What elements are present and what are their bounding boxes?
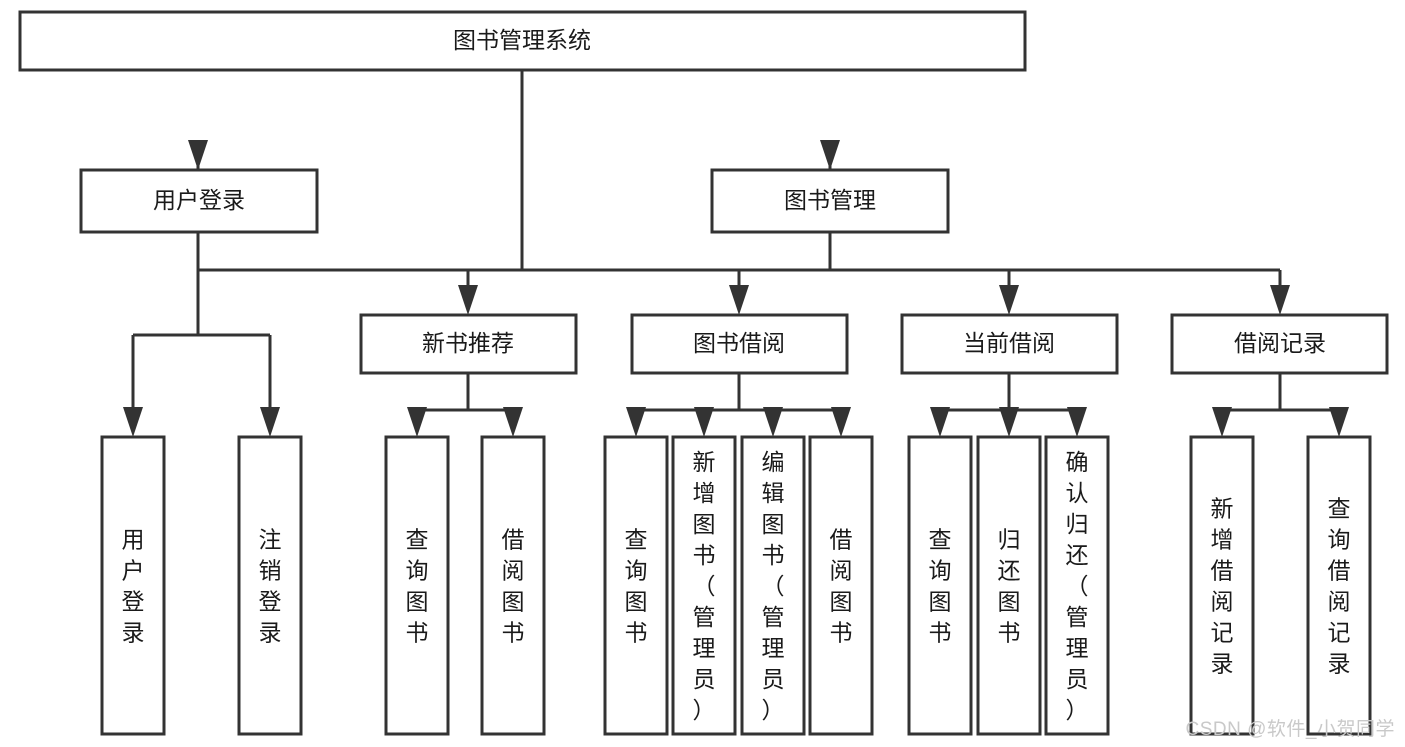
- node-leaf-query-book-1-box[interactable]: [384, 435, 450, 736]
- node-user-login-box[interactable]: [79, 168, 319, 234]
- node-root[interactable]: 图书管理系统: [18, 10, 1027, 72]
- arrowhead-icon: [1067, 407, 1087, 437]
- node-leaf-add-record-box[interactable]: [1189, 435, 1255, 736]
- node-leaf-query-book-1[interactable]: 查询图书: [384, 435, 450, 736]
- node-leaf-user-login-label: 用户登录: [122, 527, 145, 646]
- node-leaf-query-book-2-box[interactable]: [603, 435, 669, 736]
- node-user-login[interactable]: 用户登录: [79, 168, 319, 234]
- node-leaf-user-logout[interactable]: 注销登录: [237, 435, 303, 736]
- arrowhead-icon: [458, 285, 478, 315]
- node-book-borrow-label: 图书借阅: [693, 330, 785, 356]
- arrowhead-icon: [626, 407, 646, 437]
- node-leaf-user-logout-box[interactable]: [237, 435, 303, 736]
- node-leaf-borrow-book-1-box[interactable]: [480, 435, 546, 736]
- node-leaf-add-record-label: 新增借阅记录: [1211, 496, 1234, 677]
- node-book-borrow-box[interactable]: [630, 313, 849, 375]
- node-book-management-label: 图书管理: [784, 187, 876, 213]
- node-leaf-borrow-book-2-label: 借阅图书: [830, 527, 853, 646]
- arrowhead-icon: [1329, 407, 1349, 437]
- node-book-borrow[interactable]: 图书借阅: [630, 313, 849, 375]
- arrowhead-icon: [123, 407, 143, 437]
- node-book-management-box[interactable]: [710, 168, 950, 234]
- node-leaf-add-record[interactable]: 新增借阅记录: [1189, 435, 1255, 736]
- node-leaf-query-book-2-label: 查询图书: [625, 527, 648, 646]
- node-leaf-add-book[interactable]: 新增图书（管理员）: [671, 435, 737, 736]
- node-leaf-return-book-box[interactable]: [976, 435, 1042, 736]
- node-leaf-user-login-box[interactable]: [100, 435, 166, 736]
- arrowhead-icon: [694, 407, 714, 437]
- node-current-borrow-label: 当前借阅: [963, 330, 1055, 356]
- node-leaf-borrow-book-1-label: 借阅图书: [502, 527, 525, 646]
- arrowhead-icon: [1212, 407, 1232, 437]
- node-leaf-query-record-label: 查询借阅记录: [1328, 496, 1351, 677]
- node-leaf-query-record[interactable]: 查询借阅记录: [1306, 435, 1372, 736]
- node-leaf-query-book-3-label: 查询图书: [929, 527, 952, 646]
- arrowhead-icon: [260, 407, 280, 437]
- node-leaf-borrow-book-2[interactable]: 借阅图书: [808, 435, 874, 736]
- leaf-node-group: 用户登录 注销登录 查询图书 借阅图书 查询图书 新增图书（管理员）: [100, 435, 1372, 736]
- node-leaf-query-book-2[interactable]: 查询图书: [603, 435, 669, 736]
- arrowhead-icon: [407, 407, 427, 437]
- node-leaf-confirm-return-box[interactable]: [1044, 435, 1110, 736]
- node-new-book-recommend-label: 新书推荐: [422, 330, 514, 356]
- node-leaf-add-book-label: 新增图书（管理员）: [693, 449, 716, 723]
- arrowhead-icon: [503, 407, 523, 437]
- node-leaf-add-book-box[interactable]: [671, 435, 737, 736]
- node-borrow-record[interactable]: 借阅记录: [1170, 313, 1389, 375]
- node-leaf-edit-book-box[interactable]: [740, 435, 806, 736]
- arrowhead-icon: [930, 407, 950, 437]
- node-root-label: 图书管理系统: [453, 27, 591, 53]
- node-leaf-query-record-box[interactable]: [1306, 435, 1372, 736]
- arrowhead-icon: [831, 407, 851, 437]
- node-leaf-confirm-return-label: 确认归还（管理员）: [1066, 449, 1089, 723]
- node-root-box[interactable]: [18, 10, 1027, 72]
- node-leaf-borrow-book-1[interactable]: 借阅图书: [480, 435, 546, 736]
- arrowhead-icon: [763, 407, 783, 437]
- node-leaf-query-book-3-box[interactable]: [907, 435, 973, 736]
- node-leaf-borrow-book-2-box[interactable]: [808, 435, 874, 736]
- arrowhead-icon: [820, 140, 840, 170]
- arrowhead-icon: [1270, 285, 1290, 315]
- node-book-management[interactable]: 图书管理: [710, 168, 950, 234]
- node-borrow-record-label: 借阅记录: [1234, 330, 1326, 356]
- arrowhead-icon: [729, 285, 749, 315]
- node-leaf-return-book-label: 归还图书: [998, 527, 1021, 646]
- node-new-book-recommend-box[interactable]: [359, 313, 578, 375]
- node-user-login-label: 用户登录: [153, 187, 245, 213]
- node-current-borrow-box[interactable]: [900, 313, 1119, 375]
- arrowhead-icon: [999, 285, 1019, 315]
- node-current-borrow[interactable]: 当前借阅: [900, 313, 1119, 375]
- node-leaf-query-book-1-label: 查询图书: [406, 527, 429, 646]
- arrowhead-icon: [999, 407, 1019, 437]
- node-borrow-record-box[interactable]: [1170, 313, 1389, 375]
- node-leaf-confirm-return[interactable]: 确认归还（管理员）: [1044, 435, 1110, 736]
- node-leaf-edit-book-label: 编辑图书（管理员）: [762, 449, 785, 723]
- node-leaf-edit-book[interactable]: 编辑图书（管理员）: [740, 435, 806, 736]
- node-leaf-user-logout-label: 注销登录: [259, 527, 282, 646]
- node-new-book-recommend[interactable]: 新书推荐: [359, 313, 578, 375]
- csdn-watermark: CSDN @软件_小贺同学: [1185, 719, 1395, 740]
- node-leaf-return-book[interactable]: 归还图书: [976, 435, 1042, 736]
- arrowhead-icon: [188, 140, 208, 170]
- node-leaf-user-login[interactable]: 用户登录: [100, 435, 166, 736]
- node-leaf-query-book-3[interactable]: 查询图书: [907, 435, 973, 736]
- arrowhead-group: [123, 140, 1349, 437]
